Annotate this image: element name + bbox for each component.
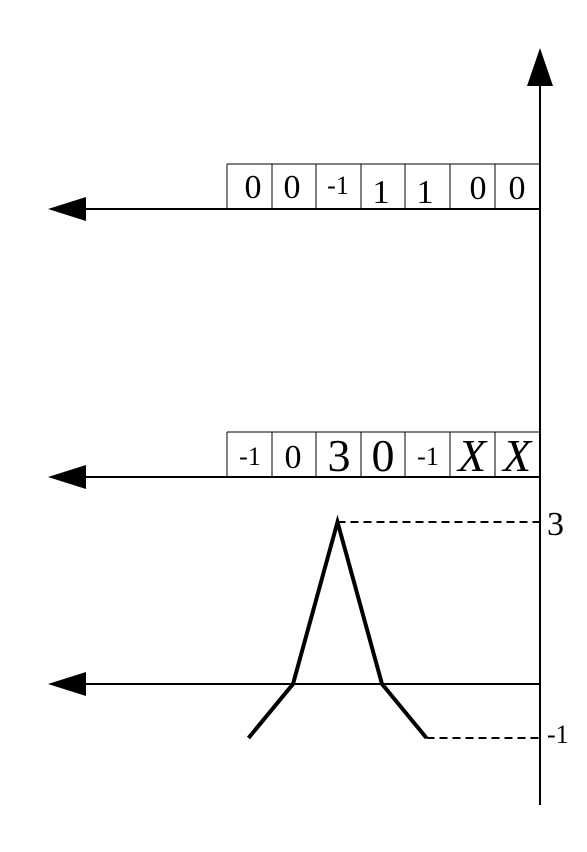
row2-cell: 0	[285, 439, 302, 476]
row1-arrowhead	[48, 197, 86, 221]
row2-cell: X	[456, 430, 488, 481]
row2-sequence: -1 0 3 0 -1 X X	[226, 430, 540, 481]
row1-cell: 1	[417, 174, 434, 211]
plot-curve	[246, 514, 429, 740]
row2-cell: -1	[417, 442, 439, 471]
row3-arrowhead	[48, 672, 86, 696]
row2-cell: X	[501, 430, 533, 481]
row1-cell: 0	[509, 170, 526, 207]
peak-label: 3	[547, 506, 564, 543]
row2-cell: -1	[239, 442, 261, 471]
row1-cell: 0	[284, 169, 301, 206]
row1-cell: -1	[327, 171, 349, 200]
row1-sequence: 0 0 -1 1 1 0 0	[226, 163, 540, 211]
trough-label: -1	[547, 720, 569, 749]
vertical-axis-arrowhead	[527, 48, 553, 86]
row2-cell: 0	[372, 430, 395, 481]
row1-cell: 0	[470, 170, 487, 207]
row2-arrowhead	[48, 465, 86, 489]
row1-cell: 1	[373, 174, 390, 211]
row1-cell: 0	[245, 169, 262, 206]
row2-cell: 3	[328, 430, 351, 481]
